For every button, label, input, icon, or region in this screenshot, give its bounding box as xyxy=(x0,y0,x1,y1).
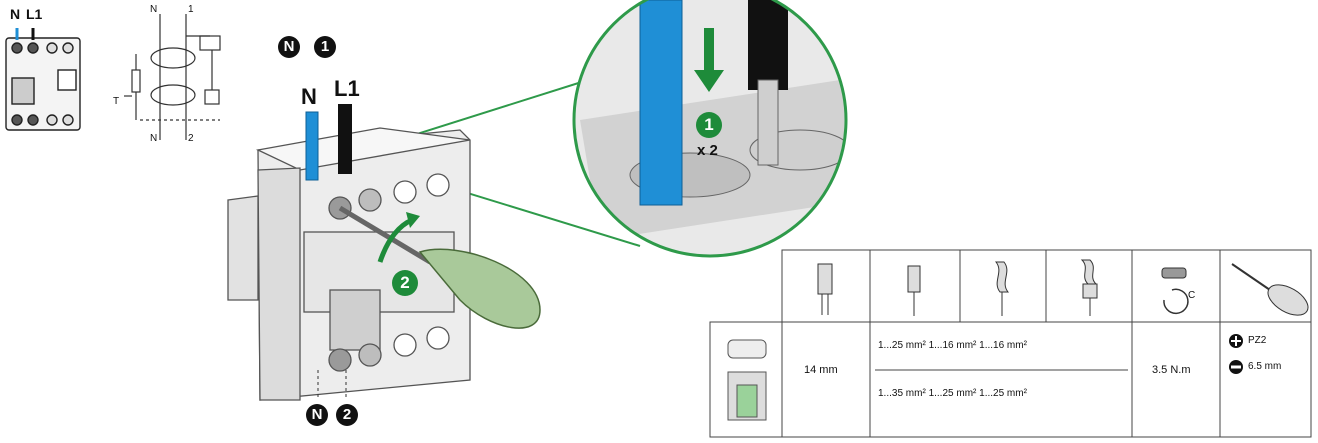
diagram-label-one-top: 1 xyxy=(188,4,194,15)
push-arrow xyxy=(694,28,724,92)
step-badge-1: 1 xyxy=(696,112,722,138)
diagram-label-n-bottom: N xyxy=(150,133,158,144)
diagram-label-n-top: N xyxy=(150,4,158,15)
neutral-wire xyxy=(305,111,319,181)
wire-label-l1: L1 xyxy=(334,76,360,101)
pozidriv-label: PZ2 xyxy=(1248,335,1267,346)
module-label-n: N xyxy=(10,6,21,22)
wire-label-n: N xyxy=(301,84,317,109)
pozidriv-icon xyxy=(1229,334,1243,348)
screwdriver xyxy=(338,205,541,329)
circuit-diagram xyxy=(124,14,221,140)
strip-length-value: 14 mm xyxy=(804,364,838,376)
ferrule-wire-icon xyxy=(1080,259,1098,316)
flex-section-row: 1...35 mm² 1...25 mm² 1...25 mm² xyxy=(878,388,1027,399)
flat-blade-icon xyxy=(1229,360,1243,374)
module-label-l1: L1 xyxy=(26,6,43,22)
multiplier-label: x 2 xyxy=(697,142,718,159)
diagram-label-test: T xyxy=(113,96,120,107)
flexible-wire-icon xyxy=(994,261,1010,316)
line-wire xyxy=(338,104,352,174)
circuit-breaker xyxy=(227,127,471,401)
torque-value: 3.5 N.m xyxy=(1152,364,1191,376)
top-marker-n: N xyxy=(278,36,300,58)
rigid-wire-icon xyxy=(907,265,921,316)
bottom-marker-two: 2 xyxy=(336,404,358,426)
bare-wire-strip-length-icon xyxy=(817,263,833,315)
screw-torque-icon xyxy=(1161,267,1189,315)
top-marker-one: 1 xyxy=(314,36,336,58)
torque-symbol: C xyxy=(1188,290,1196,301)
terminal-icon xyxy=(727,339,767,421)
module-schematic xyxy=(5,28,81,131)
diagram-label-two-bottom: 2 xyxy=(188,133,194,144)
spec-table xyxy=(709,249,1312,438)
flat-blade-label: 6.5 mm xyxy=(1248,361,1282,372)
rigid-section-row: 1...25 mm² 1...16 mm² 1...16 mm² xyxy=(878,340,1027,351)
step-badge-2: 2 xyxy=(392,270,418,296)
screwdriver-icon xyxy=(1231,263,1309,316)
bottom-marker-n: N xyxy=(306,404,328,426)
